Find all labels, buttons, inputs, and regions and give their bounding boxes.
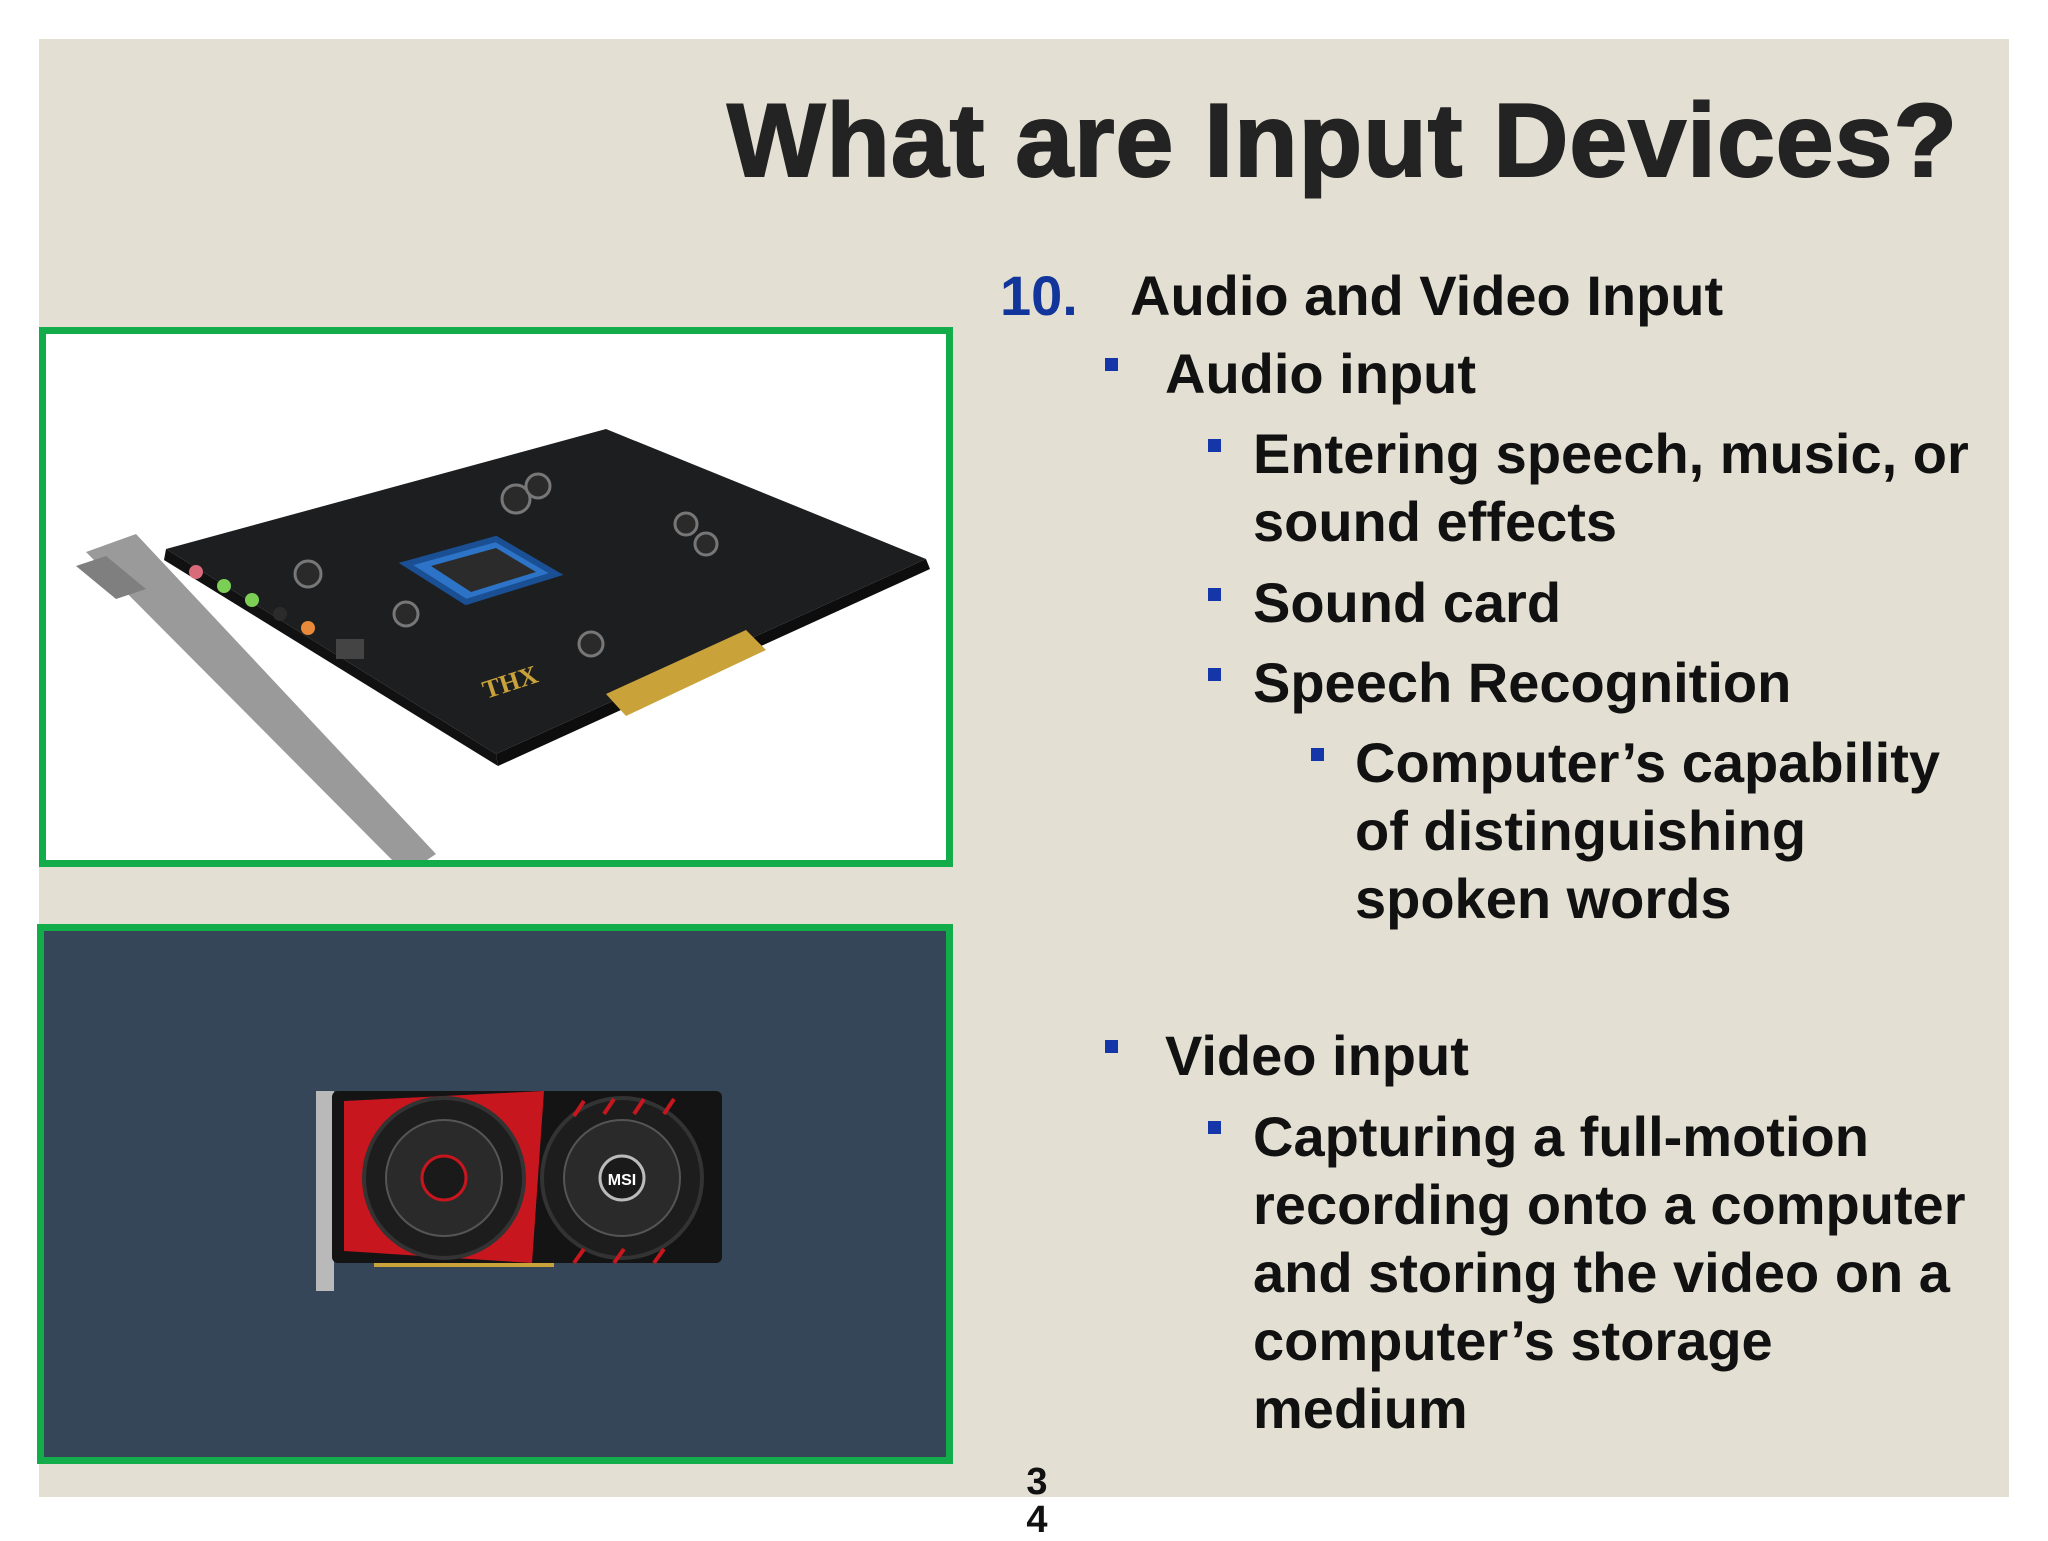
audio-input-label: Audio input [1165,342,1477,405]
bullet-icon [1208,439,1221,452]
bullet-icon [1208,588,1221,601]
video-item: Capturing a full-motion recording onto a… [1253,1105,1966,1440]
msi-label: MSI [608,1172,636,1189]
list-number: 10. [1000,264,1078,327]
page-number-line: 4 [1026,1499,1048,1541]
video-input-label: Video input [1165,1024,1469,1087]
speech-recognition-desc: Computer’s capability of distinguishing … [1355,731,1941,930]
slide-title: What are Input Devices? [726,82,1958,200]
page-number-line: 3 [1026,1461,1048,1503]
audio-item: Entering speech, music, or sound effects [1253,422,1969,553]
graphics-card-image-frame: MSI [37,924,953,1464]
bullet-icon [1311,748,1324,761]
audio-item: Sound card [1253,571,1562,634]
bullet-icon [1105,358,1118,371]
graphics-card-image: MSI [316,1091,722,1291]
bullet-icon [1105,1040,1118,1053]
bullet-icon [1208,668,1221,681]
page-number: 3 4 [1022,1463,1052,1539]
bullet-icon [1208,1121,1221,1134]
list-heading: Audio and Video Input [1130,264,1724,327]
sound-card-image: THX [76,429,930,860]
sound-card-image-frame: THX [39,327,953,867]
audio-item: Speech Recognition [1253,651,1792,714]
